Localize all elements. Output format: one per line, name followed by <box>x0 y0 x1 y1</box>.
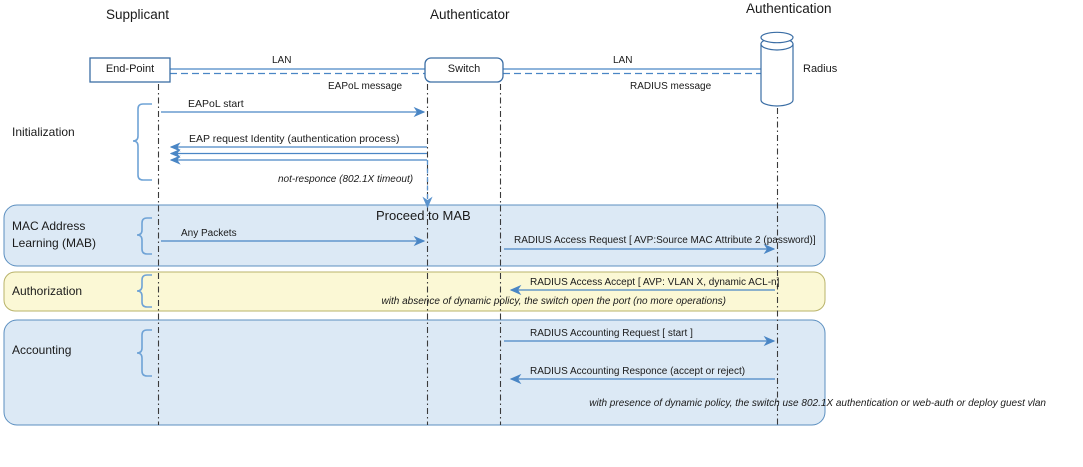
link-label-lan-right: LAN <box>613 55 633 66</box>
phase-label-mab-line2: Learning (MAB) <box>12 236 97 250</box>
brace-initialization <box>132 103 152 181</box>
message-label-any-packets: Any Packets <box>181 228 237 239</box>
link-label-lan-left: LAN <box>272 55 292 66</box>
node-label-end-point[interactable]: End-Point <box>105 63 155 75</box>
node-radius-shape <box>760 31 794 107</box>
brace-accounting <box>136 329 152 377</box>
link-label-eapol-message: EAPoL message <box>328 81 403 92</box>
message-label-radius-access-request: RADIUS Access Request [ AVP:Source MAC A… <box>514 235 816 246</box>
message-label-radius-accounting-responce: RADIUS Accounting Responce (accept or re… <box>530 366 746 377</box>
brace-authorization <box>136 274 152 308</box>
note-accounting: with presence of dynamic policy, the swi… <box>589 398 1046 409</box>
message-label-eap-request-identity: EAP request Identity (authentication pro… <box>189 133 400 145</box>
message-label-proceed-to-mab: Proceed to MAB <box>376 208 471 223</box>
role-header-supplicant: Supplicant <box>106 7 170 22</box>
role-header-authentication: Authentication <box>746 1 832 16</box>
note-authorization: with absence of dynamic policy, the swit… <box>381 296 726 307</box>
node-label-radius[interactable]: Radius <box>803 63 838 75</box>
panel-accounting <box>3 319 826 426</box>
message-label-radius-accounting-request: RADIUS Accounting Request [ start ] <box>530 328 693 339</box>
message-label-radius-access-accept: RADIUS Access Accept [ AVP: VLAN X, dyna… <box>530 277 780 288</box>
panel-authorization <box>3 271 826 312</box>
phase-label-authorization: Authorization <box>12 284 83 298</box>
link-label-radius-message: RADIUS message <box>630 81 712 92</box>
node-end-point-shape <box>89 57 171 83</box>
phase-label-initialization: Initialization <box>12 125 75 139</box>
node-label-switch[interactable]: Switch <box>447 63 481 75</box>
message-label-not-responce: not-responce (802.1X timeout) <box>278 174 414 185</box>
role-header-authenticator: Authenticator <box>430 7 510 22</box>
phase-label-mab-line1: MAC Address <box>12 219 86 233</box>
brace-mab <box>136 217 152 255</box>
panel-mab <box>3 204 826 267</box>
phase-label-accounting: Accounting <box>12 343 72 357</box>
node-switch-shape <box>424 57 504 83</box>
message-label-eapol-start: EAPoL start <box>188 98 244 110</box>
